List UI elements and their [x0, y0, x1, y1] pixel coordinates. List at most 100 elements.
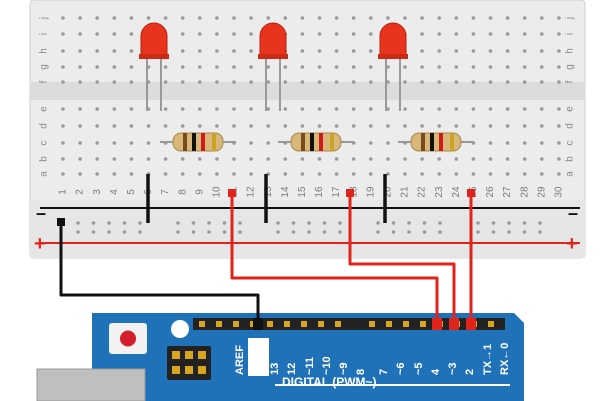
breadboard-hole [78, 157, 82, 161]
led-rim [139, 54, 169, 59]
mounting-hole [171, 320, 189, 338]
header-pin [233, 321, 239, 327]
breadboard-hole [215, 124, 219, 128]
breadboard-hole [488, 32, 493, 36]
breadboard-hole [351, 49, 356, 53]
resistor-band [301, 133, 305, 151]
led-2[interactable] [258, 22, 288, 111]
breadboard-hole [334, 157, 339, 161]
breadboard-hole [317, 107, 322, 111]
pin-2-plug [466, 318, 476, 330]
rail-hole [291, 230, 296, 234]
pin-label: 13 [269, 363, 281, 375]
breadboard-hole [232, 172, 236, 176]
breadboard-hole [249, 172, 253, 176]
breadboard-hole [471, 107, 476, 111]
pin-label: 2 [464, 369, 476, 375]
column-number: 28 [519, 186, 530, 198]
breadboard-hole [522, 16, 527, 20]
led-1[interactable] [139, 22, 169, 111]
rail-hole [238, 221, 242, 225]
breadboard-hole [522, 157, 527, 161]
breadboard-hole [180, 49, 185, 53]
breadboard-hole [266, 65, 271, 69]
breadboard-hole [454, 124, 459, 128]
breadboard-hole [283, 65, 288, 69]
rail-hole [191, 221, 196, 225]
breadboard-hole [146, 124, 151, 128]
breadboard-hole [488, 124, 493, 128]
breadboard-hole [454, 65, 459, 69]
row-letter: a [565, 171, 576, 177]
center-channel [30, 82, 585, 100]
breadboard-hole [488, 107, 493, 111]
leds [139, 22, 408, 111]
breadboard-hole [249, 80, 253, 84]
breadboard-hole [369, 172, 373, 176]
rail-hole [376, 230, 380, 234]
rail-hole [476, 221, 480, 225]
breadboard-hole [317, 157, 322, 161]
resistor-1[interactable] [160, 132, 236, 152]
row-letter: d [39, 123, 50, 129]
icsp-pin [172, 351, 180, 359]
column-number: 12 [246, 186, 257, 198]
usb-connector [36, 368, 146, 401]
breadboard-hole [180, 80, 185, 84]
resistor-band [430, 133, 434, 151]
breadboard-hole [351, 107, 356, 111]
row-letter: d [565, 123, 576, 129]
breadboard-hole [163, 172, 168, 176]
breadboard-hole [351, 16, 356, 20]
breadboard-hole [317, 124, 322, 128]
resistor-3[interactable] [398, 132, 474, 152]
breadboard-hole [163, 107, 168, 111]
rail-hole [222, 230, 227, 234]
reset-button[interactable] [120, 330, 136, 347]
breadboard-hole [454, 32, 459, 36]
header-pin [267, 321, 273, 327]
breadboard-hole [522, 172, 527, 176]
column-number: 8 [177, 189, 188, 195]
resistor-2[interactable] [278, 132, 354, 152]
breadboard-hole [232, 124, 236, 128]
breadboard-hole [215, 32, 219, 36]
breadboard-hole [95, 141, 99, 145]
breadboard-hole [163, 16, 168, 20]
breadboard-hole [420, 107, 424, 111]
digital-pwm-label: DIGITAL (PWM~) [282, 375, 377, 389]
breadboard-hole [266, 124, 271, 128]
breadboard-hole [283, 157, 288, 161]
breadboard-hole [437, 49, 442, 53]
pin-label: ~5 [413, 362, 425, 375]
header-pin [216, 321, 222, 327]
led-3[interactable] [378, 22, 408, 111]
breadboard-hole [78, 141, 82, 145]
row-letter: f [39, 80, 50, 83]
breadboard-hole [129, 172, 134, 176]
breadboard-hole [232, 80, 236, 84]
breadboard-hole [369, 107, 373, 111]
column-number: 4 [109, 189, 120, 195]
breadboard-hole [540, 172, 544, 176]
breadboard-hole [403, 124, 407, 128]
breadboard-hole [180, 157, 185, 161]
breadboard-hole [300, 124, 305, 128]
wire-to-pin-4 [230, 193, 439, 324]
breadboard-hole [351, 124, 356, 128]
breadboard-hole [351, 80, 356, 84]
rail-hole [491, 221, 496, 225]
breadboard-hole [540, 157, 544, 161]
breadboard-hole [437, 157, 442, 161]
breadboard-hole [505, 65, 510, 69]
rail-hole [138, 221, 142, 225]
breadboard-hole [488, 65, 493, 69]
breadboard-hole [300, 65, 305, 69]
row-letter: g [565, 64, 576, 70]
breadboard-hole [369, 65, 373, 69]
rail-hole [222, 221, 227, 225]
breadboard-hole [522, 49, 527, 53]
breadboard-hole [300, 157, 305, 161]
breadboard-hole [540, 32, 544, 36]
